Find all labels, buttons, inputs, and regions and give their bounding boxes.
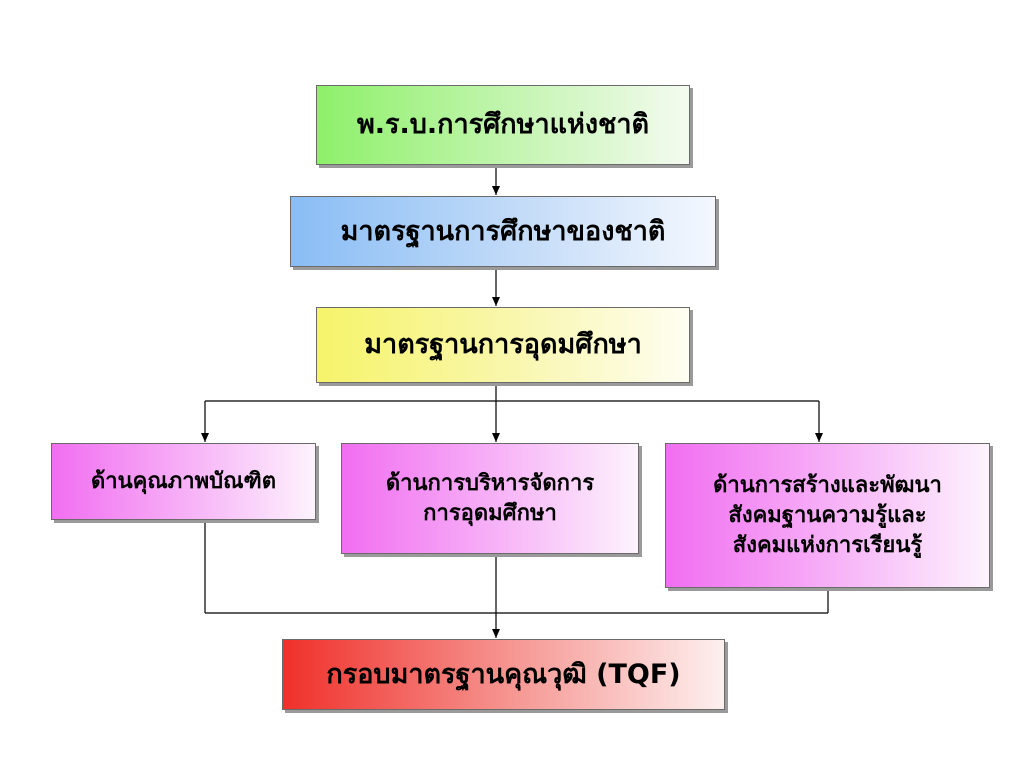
node-label: มาตรฐานการศึกษาของชาติ: [340, 215, 666, 247]
node-higher-education-management: ด้านการบริหารจัดการ การอุดมศึกษา: [341, 443, 639, 554]
node-label: พ.ร.บ.การศึกษาแห่งชาติ: [356, 109, 650, 140]
node-label: ด้านการบริหารจัดการ การอุดมศึกษา: [385, 470, 595, 526]
node-national-education-standard: มาตรฐานการศึกษาของชาติ: [290, 196, 716, 267]
node-label: กรอบมาตรฐานคุณวุฒิ (TQF): [326, 658, 681, 690]
node-label: ด้านการสร้างและพัฒนา สังคมฐานความรู้และ …: [713, 472, 942, 558]
node-graduate-quality: ด้านคุณภาพบัณฑิต: [51, 443, 316, 520]
node-higher-education-standard: มาตรฐานการอุดมศึกษา: [316, 307, 690, 383]
node-knowledge-society: ด้านการสร้างและพัฒนา สังคมฐานความรู้และ …: [665, 443, 990, 588]
node-tqf: กรอบมาตรฐานคุณวุฒิ (TQF): [282, 639, 725, 710]
node-national-education-act: พ.ร.บ.การศึกษาแห่งชาติ: [316, 85, 690, 165]
node-label: ด้านคุณภาพบัณฑิต: [90, 468, 277, 494]
node-label: มาตรฐานการอุดมศึกษา: [364, 329, 642, 360]
